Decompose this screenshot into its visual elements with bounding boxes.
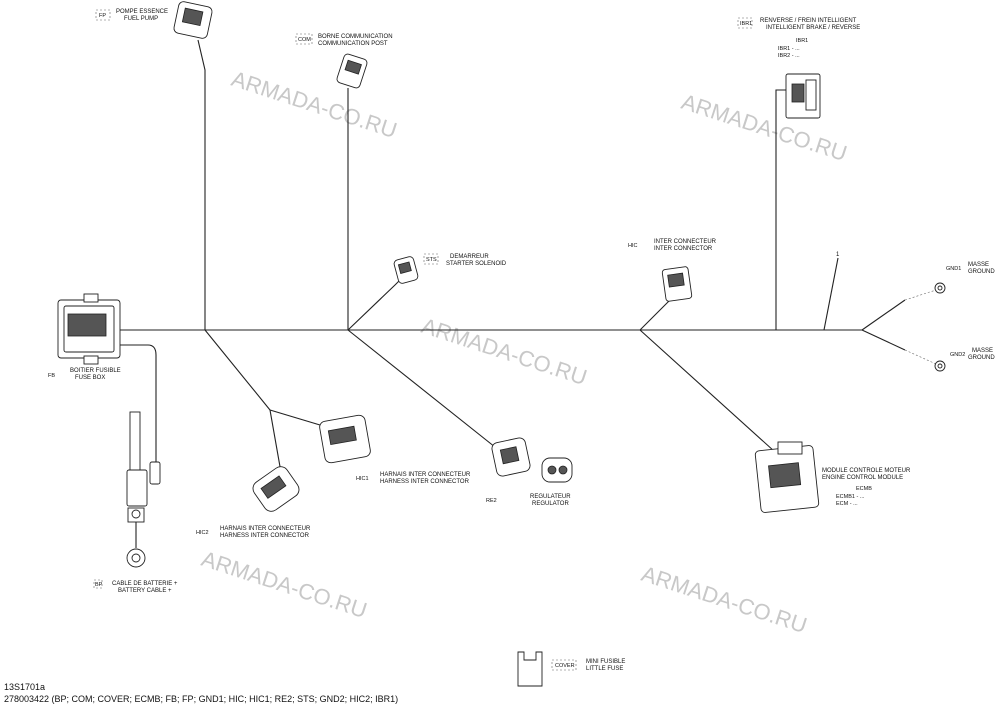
watermark-1: ARMADA-CO.RU (228, 66, 400, 143)
ibr1-label-en: INTELLIGENT BRAKE / REVERSE (766, 25, 860, 31)
engine-control-module: MODULE CONTROLE MOTEUR ENGINE CONTROL MO… (754, 441, 911, 513)
bp-label-en: BATTERY CABLE + (118, 588, 172, 594)
wire-to-gnd2 (861, 329, 906, 351)
ground-terminals: GND1 MASSE GROUND GND2 MASSE GROUND (904, 262, 995, 372)
fp-code: FP (99, 13, 106, 19)
communication-post-connector: COM BORNE COMMUNICATION COMMUNICATION PO… (295, 33, 393, 89)
gnd2-label-en: GROUND (968, 355, 995, 361)
ibr1-pin-2: IBR2 - ... (778, 53, 800, 59)
hic2-label-fr: HARNAIS INTER CONNECTEUR (220, 526, 311, 532)
fp-label-en: FUEL PUMP (124, 16, 158, 22)
cover-label-en: LITTLE FUSE (586, 666, 623, 672)
hic-label-fr: INTER CONNECTEUR (654, 239, 717, 245)
harness-inter-connector-2: HIC2 HARNAIS INTER CONNECTEUR HARNESS IN… (196, 466, 311, 539)
cover-code: COVER (555, 663, 575, 669)
gnd1-label-en: GROUND (968, 269, 995, 275)
com-label-en: COMMUNICATION POST (318, 41, 388, 47)
ibr1-label-fr: RENVERSE / FREIN INTELLIGENT (760, 18, 857, 24)
regulator-connectors: RE2 REGULATEUR REGULATOR (486, 437, 573, 507)
watermark-5: ARMADA-CO.RU (638, 561, 810, 638)
cover-label-fr: MINI FUSIBLE (586, 659, 625, 665)
wire-to-battery-cable (120, 344, 157, 470)
watermark-4: ARMADA-CO.RU (198, 546, 370, 623)
inter-connector: HIC INTER CONNECTEUR INTER CONNECTOR (628, 239, 717, 302)
re2-label-fr: REGULATEUR (530, 494, 571, 500)
wire-to-ecm (639, 329, 796, 471)
ecmb-label-fr: MODULE CONTROLE MOTEUR (822, 468, 911, 474)
battery-cable: BP CABLE DE BATTERIE + BATTERY CABLE + (93, 411, 178, 594)
wire-to-starter (347, 277, 403, 331)
starter-solenoid-connector: STS DEMARREUR STARTER SOLENOID (393, 253, 507, 284)
mini-fuse-cover: COVER MINI FUSIBLE LITTLE FUSE (517, 651, 625, 687)
wire-to-inter-connector (639, 297, 673, 331)
ecmb-label-en: ENGINE CONTROL MODULE (822, 475, 903, 481)
wire-to-hic2 (204, 329, 283, 479)
sts-code: STS (426, 257, 437, 263)
wire-to-fuel-pump (197, 39, 206, 330)
com-code: COM (298, 37, 311, 43)
re2-code: RE2 (486, 498, 497, 504)
wire-to-ibr (775, 89, 790, 330)
ecmb-pin-1: ECMB1 - ... (836, 494, 865, 500)
hic-code: HIC (628, 243, 638, 249)
fuel-pump-connector: FP POMPE ESSENCE FUEL PUMP (95, 1, 213, 39)
bp-code: BP (95, 582, 103, 588)
gnd1-code: GND1 (946, 266, 961, 272)
gnd1-label-fr: MASSE (968, 262, 989, 268)
watermark-3: ARMADA-CO.RU (418, 313, 590, 390)
ibr1-subcode: IBR1 (796, 38, 808, 44)
gnd2-code: GND2 (950, 352, 965, 358)
hic1-label-en: HARNESS INTER CONNECTOR (380, 479, 470, 485)
hic1-label-fr: HARNAIS INTER CONNECTEUR (380, 472, 471, 478)
ecmb-subcode: ECMB (856, 486, 872, 492)
fb-label-en: FUSE BOX (75, 375, 105, 381)
gnd2-label-fr: MASSE (972, 348, 993, 354)
callout-leader-1 (823, 257, 839, 331)
harness-wires (120, 39, 906, 479)
harness-inter-connector-1: HIC1 HARNAIS INTER CONNECTEUR HARNESS IN… (319, 414, 471, 485)
ibr1-code: IBR1 (740, 21, 752, 27)
re2-label-en: REGULATOR (532, 501, 569, 507)
part-number-line: 278003422 (BP; COM; COVER; ECMB; FB; FP;… (4, 694, 398, 704)
fp-label-fr: POMPE ESSENCE (116, 9, 168, 15)
hic-label-en: INTER CONNECTOR (654, 246, 713, 252)
ibr1-pin-1: IBR1 - ... (778, 46, 800, 52)
fb-label-fr: BOITIER FUSIBLE (70, 368, 121, 374)
wire-to-gnd1 (861, 299, 906, 331)
watermarks: ARMADA-CO.RU ARMADA-CO.RU ARMADA-CO.RU A… (198, 66, 850, 638)
fb-code: FB (48, 373, 55, 379)
bp-label-fr: CABLE DE BATTERIE + (112, 581, 178, 587)
hic2-label-en: HARNESS INTER CONNECTOR (220, 533, 310, 539)
hic2-code: HIC2 (196, 530, 209, 536)
sts-label-en: STARTER SOLENOID (446, 261, 507, 267)
intelligent-brake-reverse-connector: IBR1 RENVERSE / FREIN INTELLIGENT INTELL… (737, 17, 860, 119)
com-label-fr: BORNE COMMUNICATION (318, 34, 393, 40)
hic1-code: HIC1 (356, 476, 369, 482)
figure-id: 13S1701a (4, 682, 45, 692)
watermark-2: ARMADA-CO.RU (678, 89, 850, 166)
wire-callout-number: 1 (836, 252, 840, 258)
wire-to-regulator (347, 329, 506, 456)
fuse-box: FB BOITIER FUSIBLE FUSE BOX (48, 293, 121, 381)
ecmb-pin-2: ECM - ... (836, 501, 858, 507)
sts-label-fr: DEMARREUR (450, 254, 489, 260)
